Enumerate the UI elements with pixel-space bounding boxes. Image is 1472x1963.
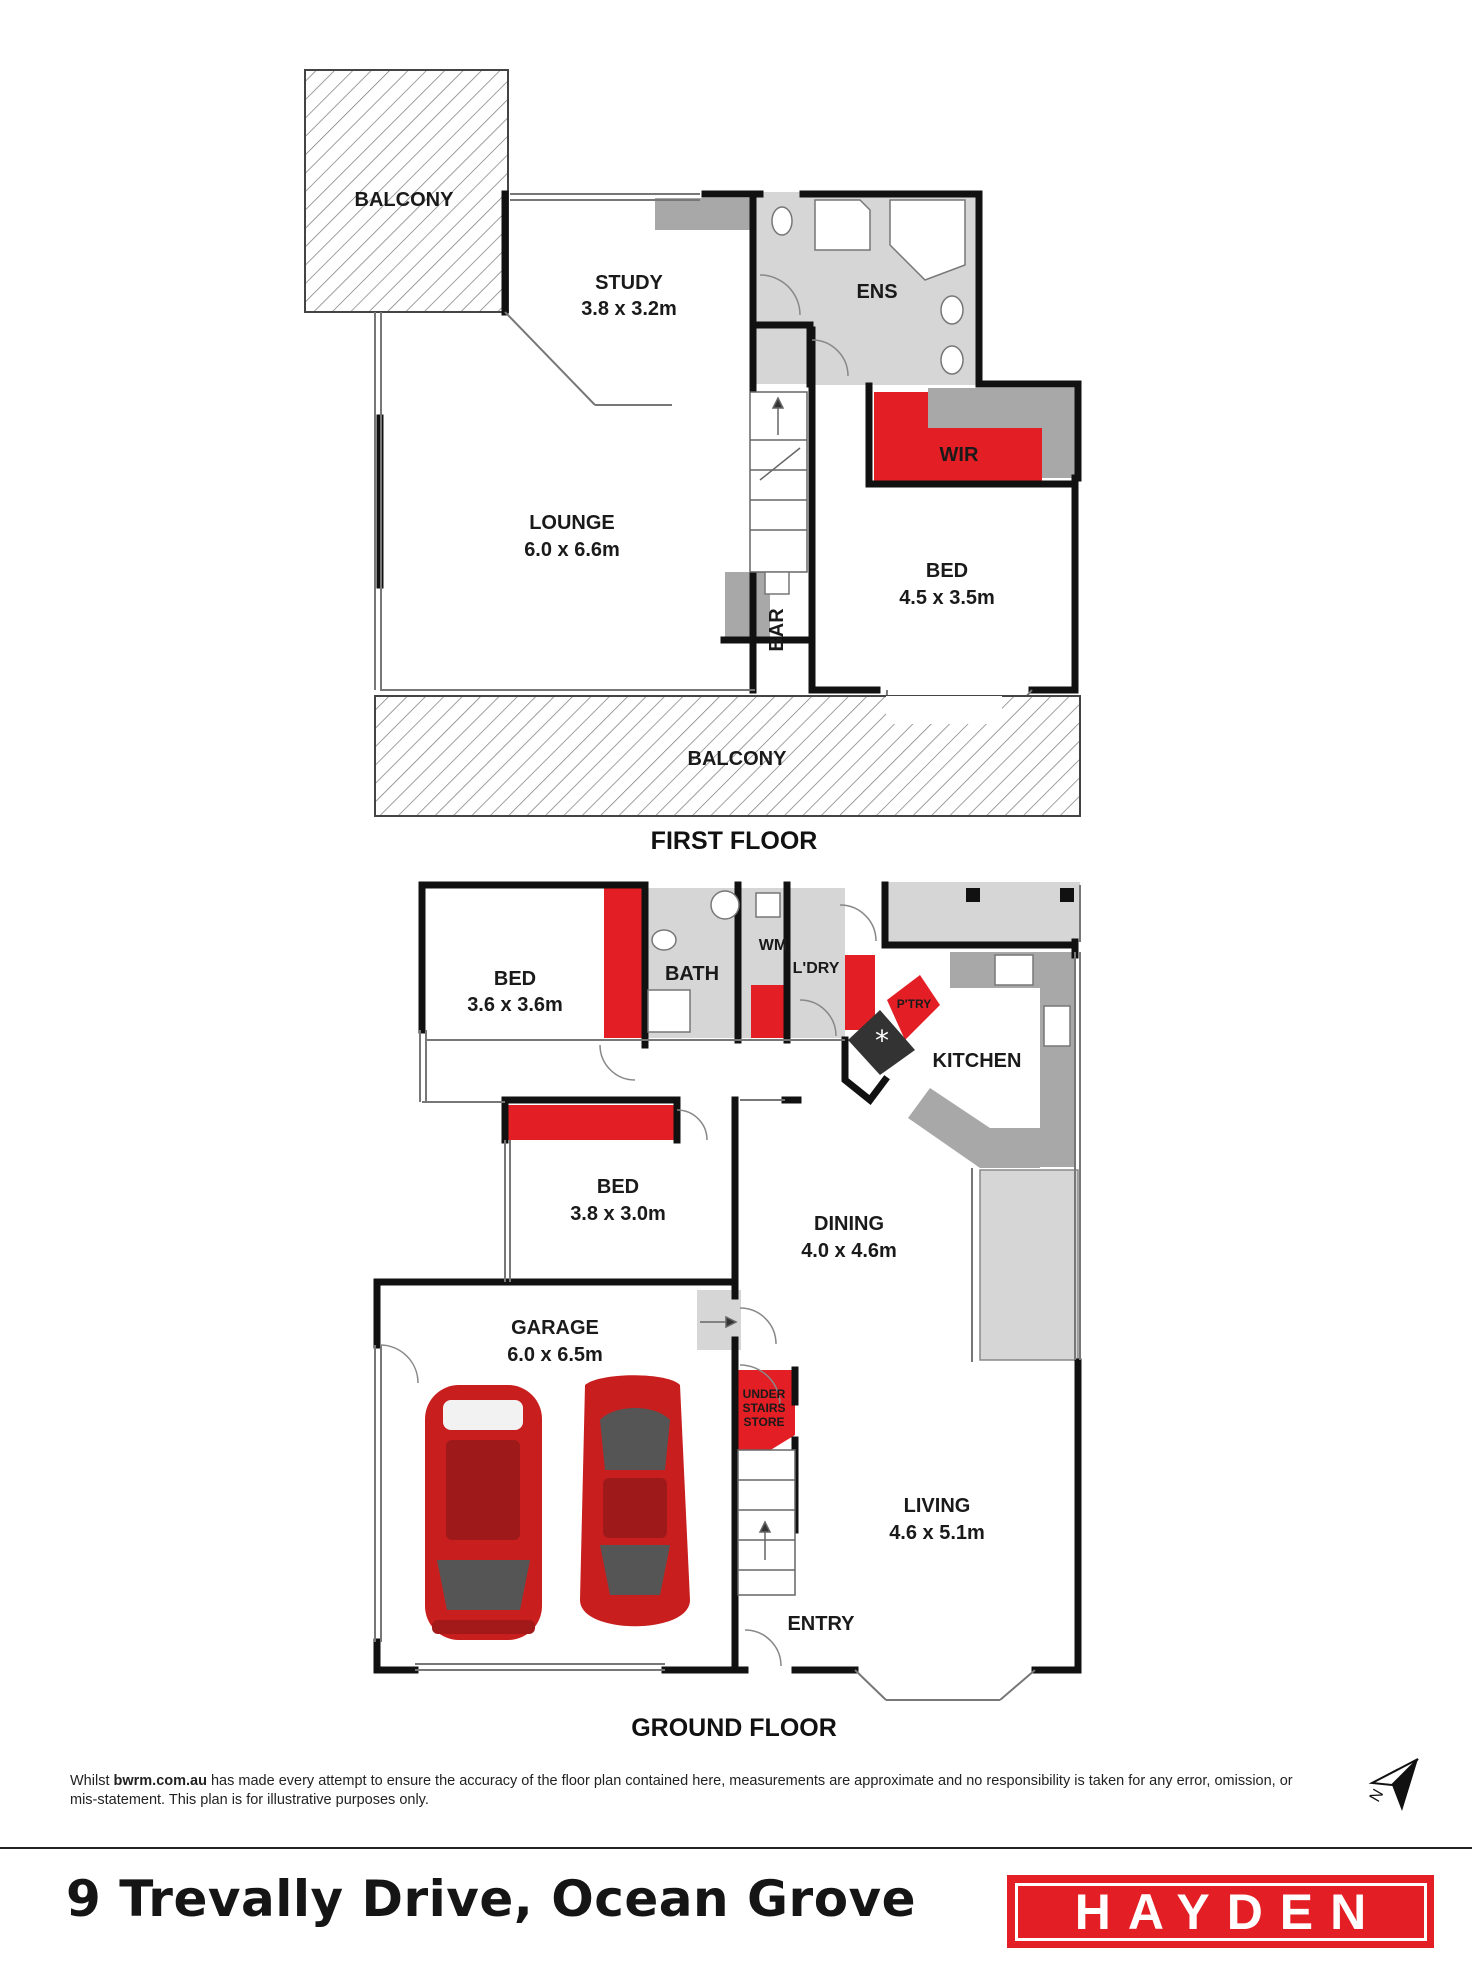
footer-divider <box>0 1847 1472 1849</box>
property-address: 9 Trevally Drive, Ocean Grove <box>66 1870 917 1928</box>
room-label-lounge: LOUNGE <box>529 512 615 534</box>
car-icon <box>580 1375 690 1627</box>
shower-icon <box>647 989 691 1033</box>
sink-icon <box>1043 1005 1071 1047</box>
svg-text:N: N <box>1367 1786 1388 1805</box>
room-label-ens: ENS <box>856 281 897 303</box>
fan-icon: * <box>875 1024 889 1057</box>
room-size-study: 3.8 x 3.2m <box>581 298 677 320</box>
room-size-bed2: 3.8 x 3.0m <box>570 1203 666 1225</box>
bathtub-icon <box>889 199 966 281</box>
store-label-line1: UNDER <box>743 1387 786 1401</box>
disclaimer-site: bwrm.com.au <box>113 1773 207 1789</box>
basin-icon <box>764 571 790 595</box>
room-label-bed1: BED <box>494 968 536 990</box>
basin-icon <box>940 345 964 375</box>
porch-post-1 <box>966 888 980 902</box>
laundry-cupboard <box>845 955 875 1030</box>
balcony-top-area <box>304 69 509 313</box>
porch-top <box>888 882 1080 942</box>
kitchen-island <box>908 1088 1040 1168</box>
room-label-balcony-bottom: BALCONY <box>688 748 788 770</box>
basin-icon <box>755 892 781 918</box>
store-label-line2: STAIRS <box>742 1401 785 1415</box>
basin-icon <box>710 890 740 920</box>
porch-post-2 <box>1060 888 1074 902</box>
wir-storage-cut <box>928 392 1078 428</box>
hotwater-unit <box>848 1010 915 1075</box>
room-size-lounge: 6.0 x 6.6m <box>524 539 620 561</box>
dining-bench <box>979 1169 1079 1361</box>
bar-bench <box>725 572 770 642</box>
disclaimer: Whilst bwrm.com.au has made every attemp… <box>70 1772 1300 1810</box>
room-label-bed-first: BED <box>926 560 968 582</box>
floor-title-first: FIRST FLOOR <box>651 827 818 855</box>
car-icon <box>425 1385 542 1640</box>
room-label-entry: ENTRY <box>787 1613 855 1635</box>
shower-icon <box>814 199 871 251</box>
first-floor: BALCONY STUDY 3.8 x 3.2m ENS WIR LOUNGE … <box>304 69 1082 855</box>
cooktop-icon <box>994 954 1034 986</box>
floor-plan: BALCONY STUDY 3.8 x 3.2m ENS WIR LOUNGE … <box>304 69 1082 1742</box>
room-label-bed2: BED <box>597 1176 639 1198</box>
room-label-wm: WM <box>759 937 787 954</box>
linen-cupboard <box>751 985 785 1038</box>
room-label-wir: WIR <box>940 444 979 466</box>
toilet-icon <box>651 929 677 951</box>
room-label-study: STUDY <box>595 272 663 294</box>
door-swing-icon <box>379 904 877 1667</box>
room-label-bar: BAR <box>766 608 788 652</box>
room-label-laundry: L'DRY <box>793 960 840 977</box>
brand-logo-text: HAYDEN <box>1014 1882 1427 1941</box>
bed2-robe <box>505 1105 677 1140</box>
store-label-line3: STORE <box>743 1415 784 1429</box>
pantry <box>887 975 940 1040</box>
room-size-dining: 4.0 x 4.6m <box>801 1240 897 1262</box>
room-label-pantry: P'TRY <box>897 997 931 1011</box>
room-label-kitchen: KITCHEN <box>933 1050 1022 1072</box>
ground-floor: * BED 3.6 x 3.6m BATH WM L'DRY P'TRY KIT… <box>373 881 1082 1742</box>
stairs-icon <box>749 391 808 573</box>
room-label-balcony-top: BALCONY <box>355 189 455 211</box>
room-size-living: 4.6 x 5.1m <box>889 1522 985 1544</box>
floor-title-ground: GROUND FLOOR <box>631 1714 837 1742</box>
study-bench <box>655 198 755 230</box>
room-size-garage: 6.0 x 6.5m <box>507 1344 603 1366</box>
room-label-bath: BATH <box>665 963 719 985</box>
room-label-dining: DINING <box>814 1213 884 1235</box>
disclaimer-prefix: Whilst <box>70 1773 114 1789</box>
disclaimer-suffix: has made every attempt to ensure the acc… <box>70 1773 1293 1808</box>
under-stairs-store <box>738 1370 795 1470</box>
compass-north-icon: N <box>1367 1758 1419 1811</box>
room-size-bed-first: 4.5 x 3.5m <box>899 587 995 609</box>
basin-icon <box>940 295 964 325</box>
stairs-icon <box>700 1315 796 1596</box>
brand-logo: HAYDEN <box>1007 1875 1434 1948</box>
room-label-garage: GARAGE <box>511 1317 599 1339</box>
bed1-robe <box>604 888 642 1038</box>
door-swing-icon <box>759 274 849 377</box>
bay-window-clear <box>886 696 1002 724</box>
room-label-living: LIVING <box>904 1495 971 1517</box>
room-size-bed1: 3.6 x 3.6m <box>467 994 563 1016</box>
toilet-icon <box>771 206 793 236</box>
